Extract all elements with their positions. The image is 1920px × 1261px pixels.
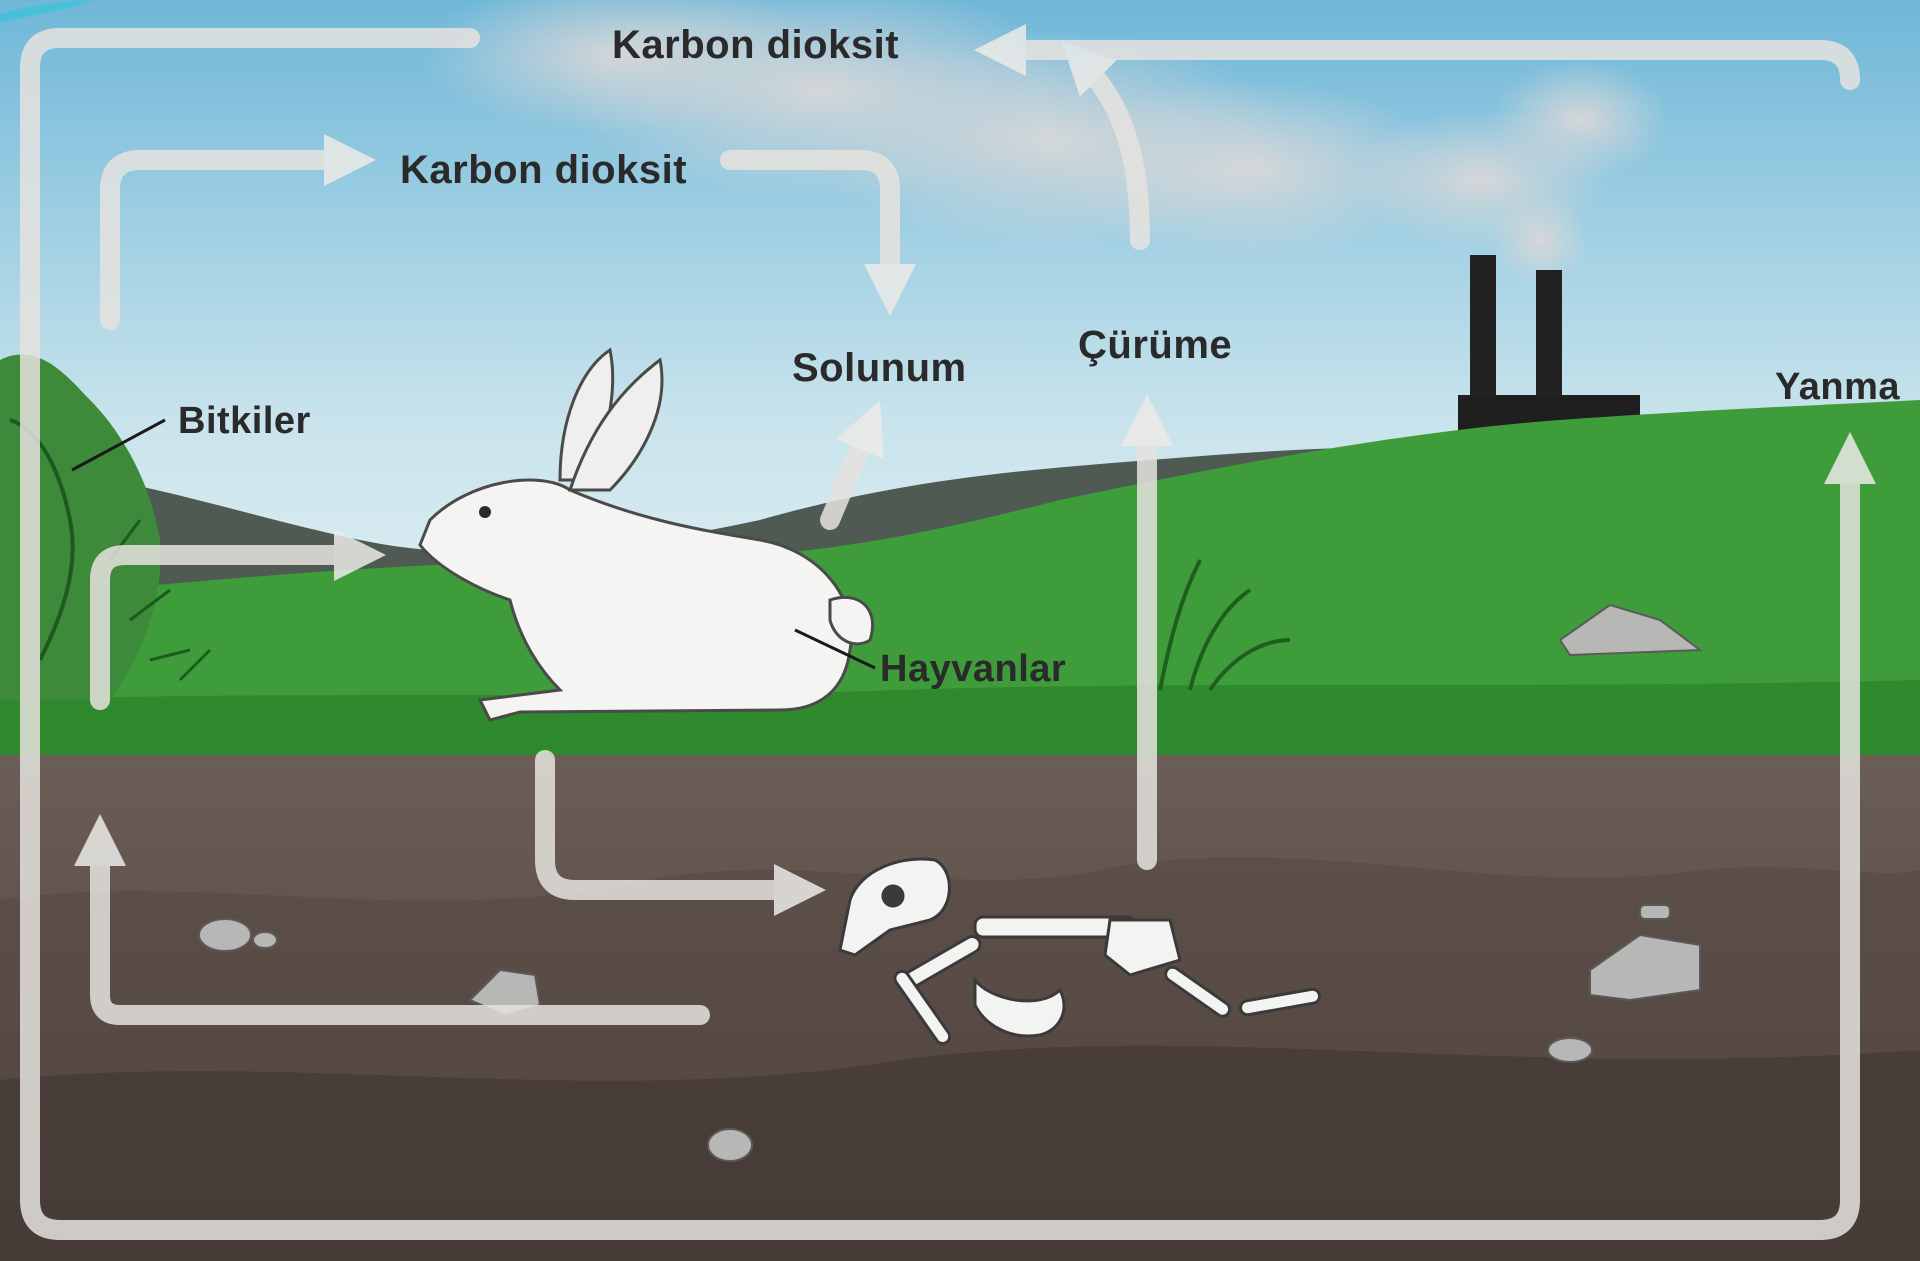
animals-leader-line xyxy=(795,630,875,668)
plants-leader-line xyxy=(72,420,165,470)
